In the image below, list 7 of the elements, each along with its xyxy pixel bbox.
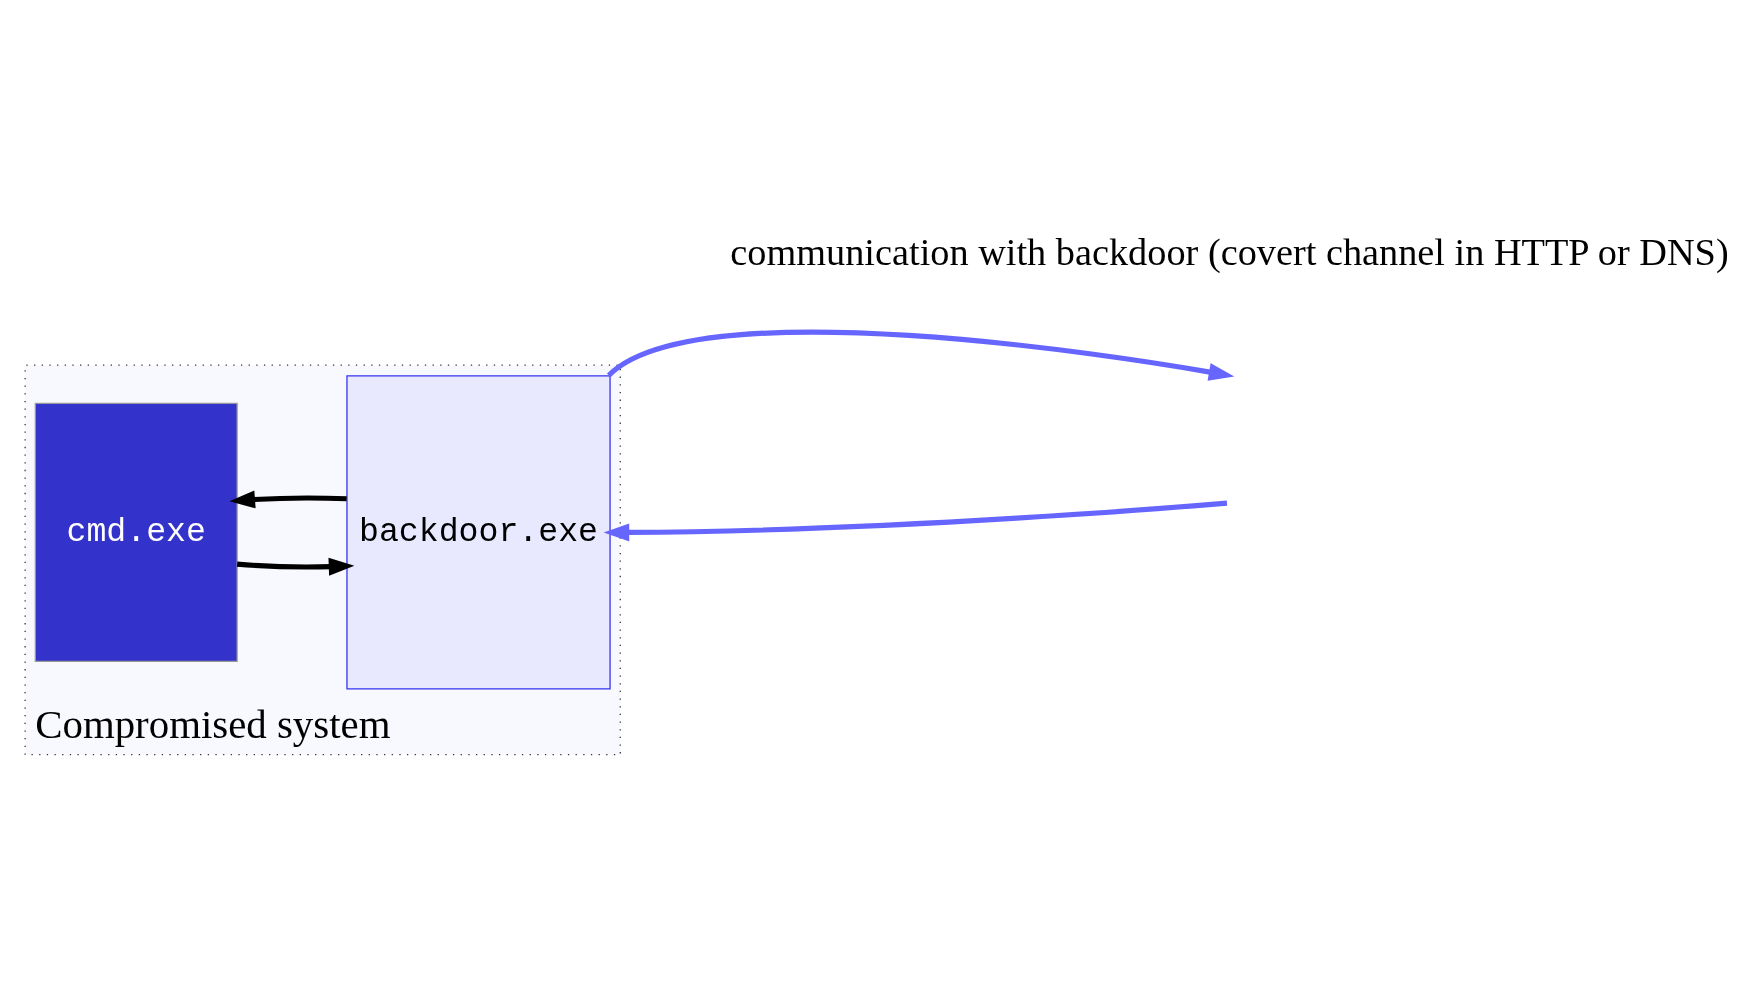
arrow (236, 557, 354, 576)
node-box: backdoor.exe (345, 375, 611, 690)
label: communication with backdoor (covert channel in HTTP or DNS) (729, 230, 1729, 273)
arrow (606, 329, 1234, 381)
arrow (228, 490, 347, 509)
node-box: cmd.exe (34, 402, 238, 663)
arrow (603, 500, 1227, 542)
